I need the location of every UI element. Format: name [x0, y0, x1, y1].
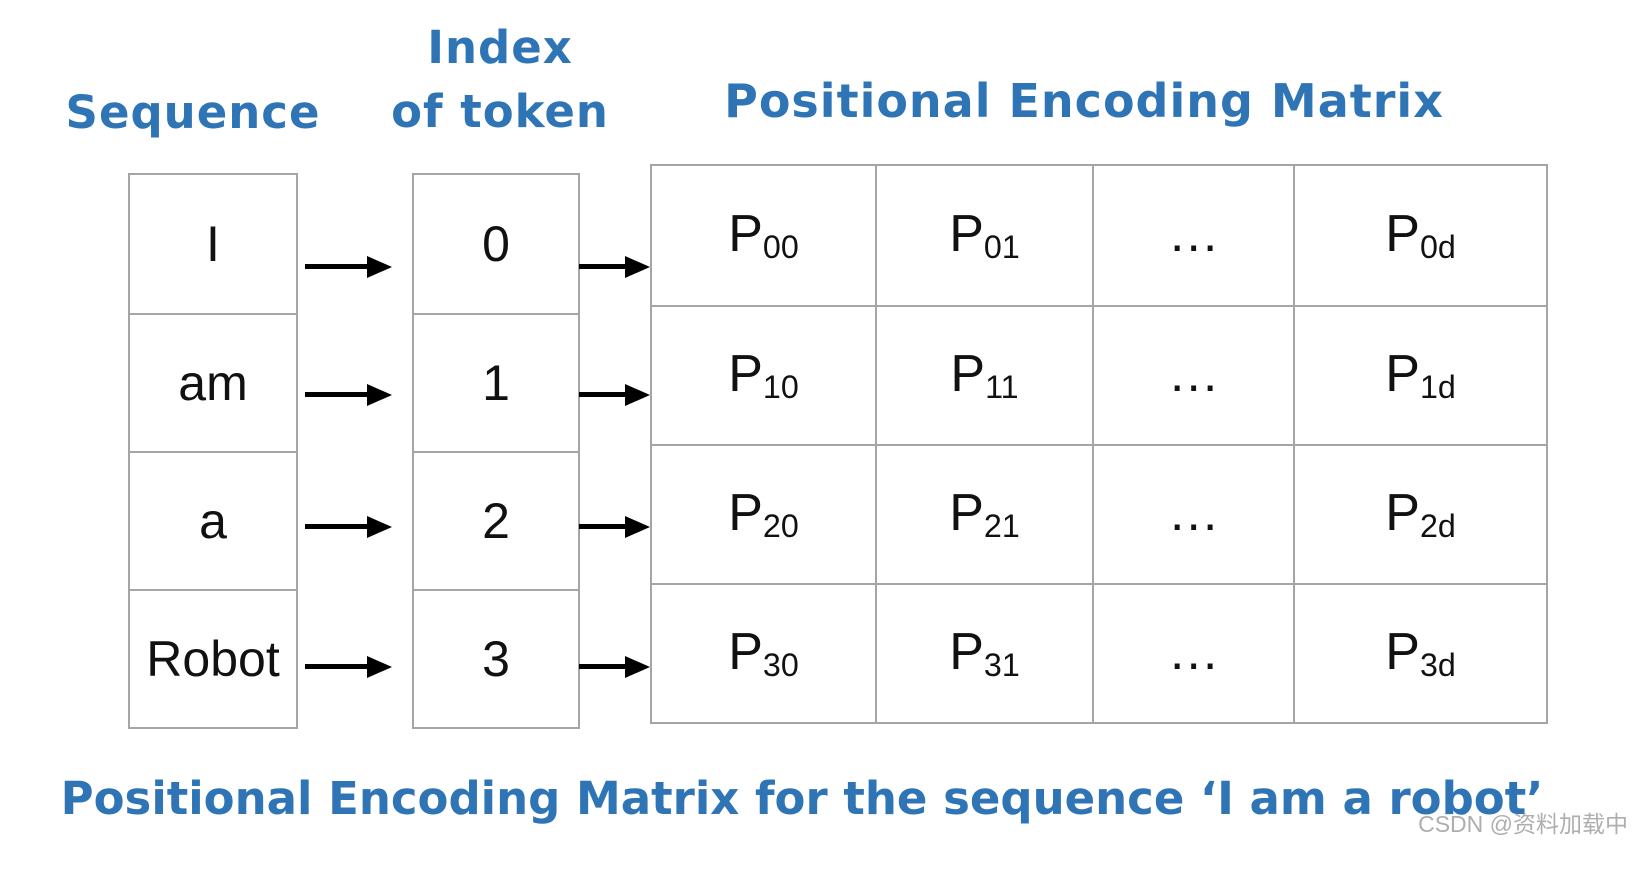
matrix-cell-text: P30 — [728, 622, 799, 684]
sequence-table: I am a Robot — [128, 173, 298, 729]
sequence-cell-2: a — [130, 451, 296, 589]
matrix-cell-text: … — [1168, 204, 1220, 266]
matrix-cell-r1c3: P1d — [1293, 305, 1546, 444]
matrix-cell-text: P1d — [1385, 344, 1456, 406]
matrix-cell-r3c1: P31 — [875, 583, 1093, 722]
matrix-cell-r3c2: … — [1092, 583, 1294, 722]
matrix-cell-r3c3: P3d — [1293, 583, 1546, 722]
index-header-line1: Index — [427, 21, 573, 74]
matrix-cell-base: P — [1385, 205, 1420, 264]
matrix-cell-text: P00 — [728, 204, 799, 266]
matrix-cell-r0c0: P00 — [652, 166, 875, 305]
matrix-cell-text: P11 — [950, 344, 1018, 406]
index-cell-1: 1 — [414, 313, 578, 451]
matrix-cell-r2c0: P20 — [652, 444, 875, 583]
matrix-cell-base: … — [1167, 345, 1220, 404]
right-arrow-icon — [305, 524, 367, 529]
matrix-cell-r2c2: … — [1092, 444, 1294, 583]
matrix-cell-text: P01 — [949, 204, 1020, 266]
matrix-cell-text: P21 — [949, 483, 1020, 545]
matrix-cell-base: P — [949, 205, 984, 264]
matrix-cell-base: P — [1385, 484, 1420, 543]
matrix-cell-text: P31 — [949, 622, 1020, 684]
matrix-cell-base: P — [950, 345, 986, 404]
matrix-cell-r1c0: P10 — [652, 305, 875, 444]
index-header-line2: of token — [391, 85, 609, 138]
right-arrow-icon — [305, 392, 367, 397]
right-arrow-icon — [579, 524, 625, 529]
matrix-cell-r0c2: … — [1092, 166, 1293, 305]
matrix-cell-base: … — [1167, 484, 1220, 543]
matrix-cell-r2c3: P2d — [1293, 444, 1546, 583]
matrix-cell-subscript: 30 — [762, 647, 799, 684]
index-cell-3: 3 — [414, 589, 578, 727]
matrix-cell-subscript: 0d — [1419, 229, 1456, 266]
diagram-caption: Positional Encoding Matrix for the seque… — [60, 772, 1544, 825]
matrix-cell-r0c1: P01 — [875, 166, 1092, 305]
matrix-cell-base: … — [1167, 205, 1220, 264]
matrix-cell-subscript: 21 — [983, 508, 1020, 545]
right-arrow-icon — [579, 664, 625, 669]
matrix-cell-text: … — [1168, 344, 1220, 406]
matrix-cell-r3c0: P30 — [652, 583, 875, 722]
matrix-cell-base: P — [1385, 623, 1420, 682]
matrix-cell-base: P — [1385, 345, 1420, 404]
right-arrow-icon — [579, 392, 625, 397]
csdn-watermark: CSDN @资料加载中 — [1418, 811, 1628, 837]
right-arrow-icon — [579, 264, 625, 269]
matrix-cell-base: P — [728, 345, 763, 404]
matrix-cell-subscript: 10 — [762, 369, 799, 406]
matrix-cell-text: P20 — [728, 483, 799, 545]
matrix-cell-subscript: 1d — [1419, 369, 1456, 406]
matrix-header: Positional Encoding Matrix — [724, 74, 1444, 128]
matrix-cell-text: … — [1168, 483, 1220, 545]
sequence-cell-3: Robot — [130, 589, 296, 727]
index-column-header: Index of token — [370, 16, 630, 144]
matrix-cell-r1c1: P11 — [875, 305, 1093, 444]
matrix-cell-base: P — [949, 484, 984, 543]
right-arrow-icon — [305, 664, 367, 669]
matrix-cell-subscript: 01 — [983, 229, 1020, 266]
matrix-cell-subscript: 20 — [762, 508, 799, 545]
sequence-cell-1: am — [130, 313, 296, 451]
matrix-cell-base: P — [949, 623, 984, 682]
matrix-cell-subscript: 3d — [1419, 647, 1456, 684]
sequence-cell-0: I — [206, 216, 220, 272]
matrix-cell-subscript: 00 — [762, 229, 799, 266]
matrix-cell-subscript: 2d — [1419, 508, 1456, 545]
matrix-cell-base: P — [728, 623, 763, 682]
matrix-cell-r0c3: P0d — [1293, 166, 1546, 305]
matrix-cell-subscript: 31 — [983, 647, 1020, 684]
matrix-cell-base: P — [728, 484, 763, 543]
index-cell-2: 2 — [414, 451, 578, 589]
matrix-cell-base: P — [728, 205, 763, 264]
matrix-cell-text: P2d — [1385, 483, 1456, 545]
right-arrow-icon — [305, 264, 367, 269]
matrix-cell-base: … — [1167, 623, 1220, 682]
index-cell-0: 0 — [482, 216, 510, 272]
positional-encoding-matrix-table: P00 P01 … P0d P10 P11 … P1d P20 P21 … P2… — [650, 164, 1548, 724]
matrix-cell-subscript: 11 — [985, 369, 1019, 406]
matrix-cell-text: … — [1168, 622, 1220, 684]
sequence-column-header: Sequence — [65, 86, 321, 139]
matrix-cell-text: P0d — [1385, 204, 1456, 266]
matrix-cell-r1c2: … — [1092, 305, 1294, 444]
index-table: 0 1 2 3 — [412, 173, 580, 729]
matrix-cell-text: P10 — [728, 344, 799, 406]
matrix-cell-r2c1: P21 — [875, 444, 1093, 583]
matrix-cell-text: P3d — [1385, 622, 1456, 684]
